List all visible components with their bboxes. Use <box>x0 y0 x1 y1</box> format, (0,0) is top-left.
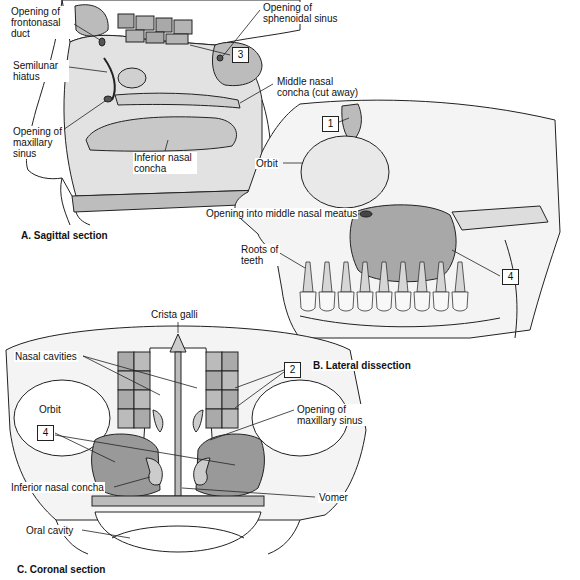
part-label: Opening of sphenoidal sinus <box>262 2 344 24</box>
part-label: Orbit <box>255 158 279 169</box>
callout-number: 3 <box>237 49 244 61</box>
part-label: Opening into middle nasal meatus <box>205 208 358 219</box>
part-label: Semilunar hiatus <box>12 60 69 82</box>
part-label: Oral cavity <box>25 525 74 536</box>
part-label: Inferior nasal concha <box>10 482 105 493</box>
callout-box: 1 <box>322 116 339 132</box>
part-label: Roots of teeth <box>240 244 280 266</box>
callout-box: 4 <box>502 269 519 285</box>
callout-number: 4 <box>42 427 49 439</box>
part-label: Nasal cavities <box>14 351 78 362</box>
callout-number: 1 <box>327 118 334 130</box>
panel-caption: B. Lateral dissection <box>312 360 412 371</box>
panel-caption: C. Coronal section <box>16 564 106 575</box>
part-label: Opening of maxillary sinus <box>12 126 64 159</box>
callout-box: 4 <box>37 425 54 441</box>
panel-caption: A. Sagittal section <box>20 230 109 241</box>
callout-box: 2 <box>284 362 301 378</box>
leader-lines <box>55 10 500 538</box>
callout-number: 2 <box>289 364 296 376</box>
part-label: Crista galli <box>150 309 199 320</box>
part-label: Vomer <box>318 492 349 503</box>
part-label: Inferior nasal concha <box>133 152 197 174</box>
part-label: Orbit <box>38 404 62 415</box>
lateral-dissection <box>235 100 560 338</box>
callout-box: 3 <box>232 47 249 63</box>
part-label: Opening of maxillary sinus <box>296 404 382 426</box>
callout-number: 4 <box>507 271 514 283</box>
part-label: Middle nasal concha (cut away) <box>276 76 364 98</box>
part-label: Opening of frontonasal duct <box>10 6 74 39</box>
